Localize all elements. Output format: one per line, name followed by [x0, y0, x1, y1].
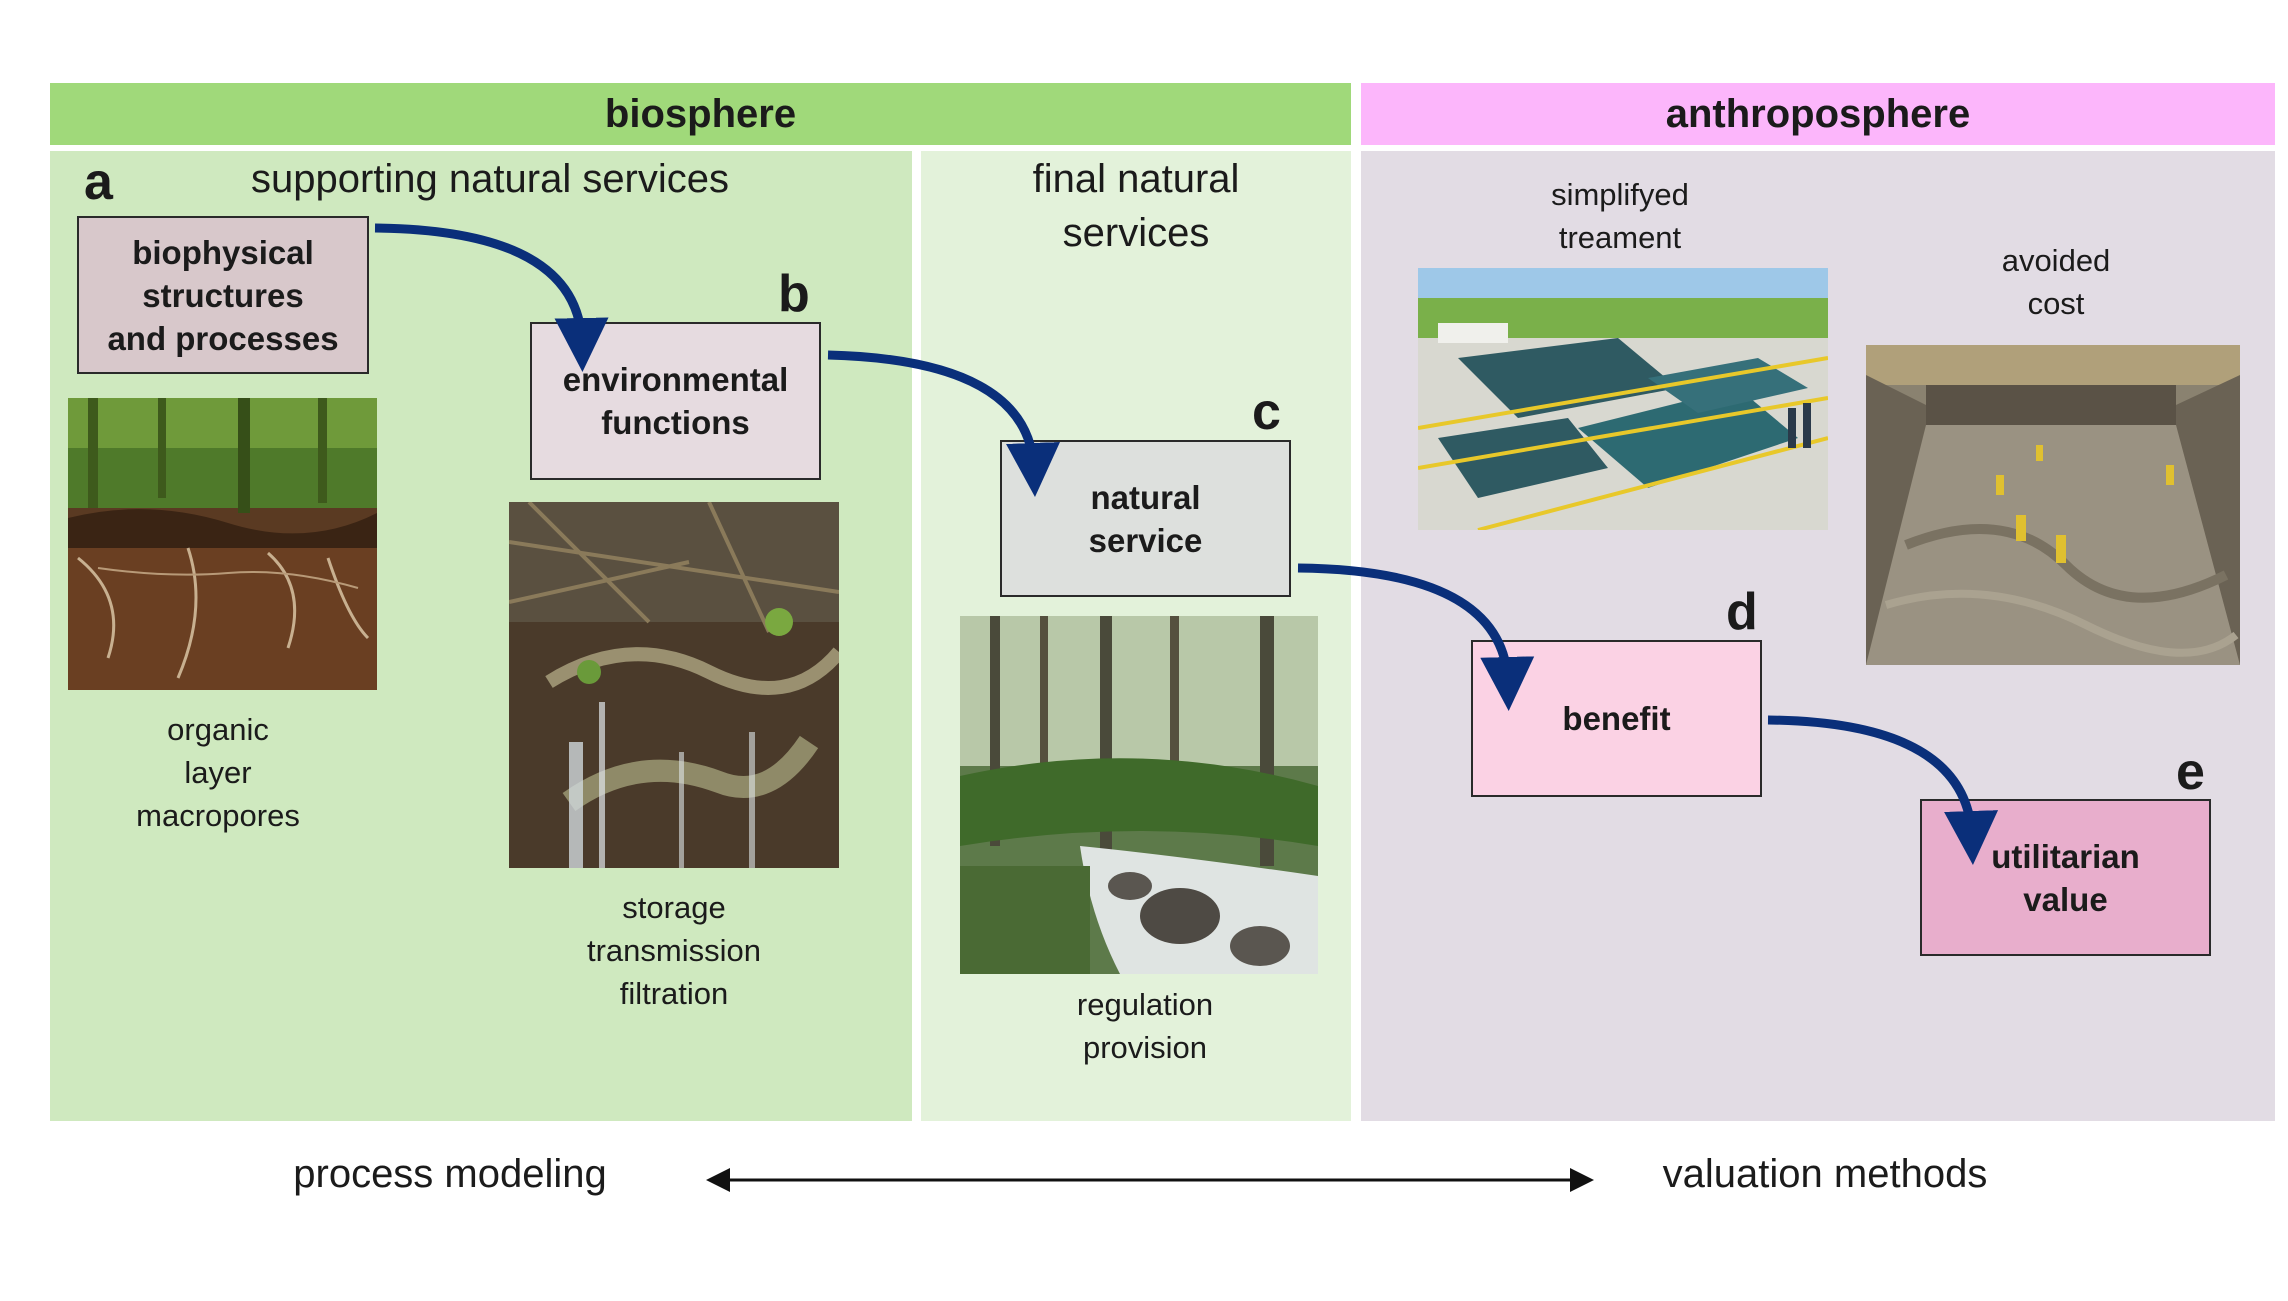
utilitarian-value-box: utilitarian value	[1920, 799, 2211, 956]
final-services-title: final natural services	[1032, 157, 1240, 255]
panel-letter-b: b	[778, 265, 810, 323]
process-modeling-label: process modeling	[293, 1152, 607, 1196]
supporting-services-title: supporting natural services	[250, 157, 730, 201]
caption-treatment: simplifyed treament	[1551, 177, 1689, 255]
sediment-cleanup-photo	[1866, 345, 2240, 665]
panel-letter-a: a	[84, 153, 113, 211]
biosphere-header: biosphere	[50, 83, 1351, 145]
arrow-d-to-e	[1767, 715, 1999, 865]
panel-letter-e: e	[2176, 743, 2205, 801]
arrow-c-to-d	[1297, 563, 1535, 711]
soil-profile-photo	[68, 398, 377, 690]
caption-avoided-cost: avoided cost	[2001, 243, 2111, 321]
caption-c: regulation provision	[1076, 987, 1214, 1065]
anthroposphere-header: anthroposphere	[1361, 83, 2275, 145]
panel-letter-c: c	[1252, 383, 1281, 441]
valuation-methods-label: valuation methods	[1662, 1152, 1988, 1196]
caption-b: storage transmission filtration	[587, 890, 761, 1011]
stream-bank-photo	[509, 502, 839, 868]
treatment-plant-photo	[1418, 268, 1828, 530]
biophysical-structures-box: biophysical structures and processes	[77, 216, 369, 374]
arrow-b-to-c	[827, 350, 1060, 497]
arrow-a-to-b	[374, 223, 609, 372]
caption-a: organic layer macropores	[136, 712, 300, 833]
panel-letter-d: d	[1726, 583, 1758, 641]
forest-river-photo	[960, 616, 1318, 974]
biosphere-header-label: biosphere	[604, 91, 797, 136]
anthroposphere-header-label: anthroposphere	[1665, 91, 1971, 136]
